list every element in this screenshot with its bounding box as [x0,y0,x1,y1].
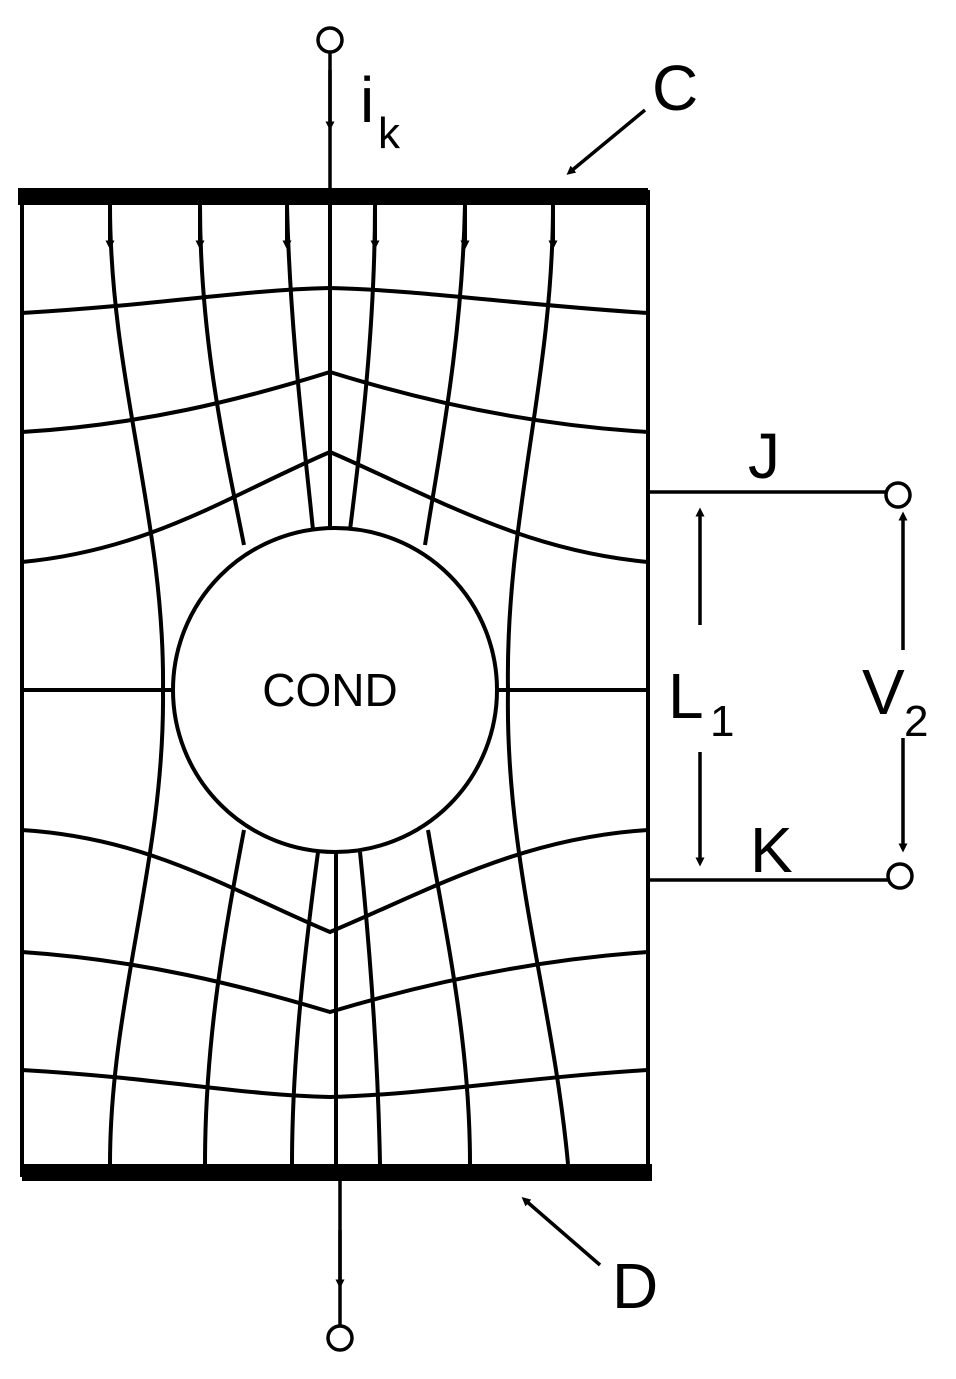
equipotential-line [21,1068,649,1100]
flow-line [358,851,382,1165]
electrode-c-pointer [566,108,647,175]
electrode-d-pointer [521,1197,602,1267]
current-label: i [360,64,374,136]
current-subscript: k [378,109,401,158]
voltage-subscript: 2 [904,697,928,746]
flow-line [348,204,377,531]
length-label: L [668,660,704,732]
conductor-circle [171,526,499,854]
electrode-d-label: D [612,1250,658,1322]
equipotential-line [21,828,649,935]
bottom-electrode [22,1164,652,1181]
flow-line [285,204,315,531]
flow-arrows [105,205,558,250]
output-terminal [326,1324,354,1352]
voltage-label: V [862,656,905,728]
flow-line [290,851,320,1165]
length-subscript: 1 [710,697,734,746]
probe-j-terminal [884,481,912,509]
equipotential-line [21,369,649,434]
input-terminal [316,26,344,54]
flow-line [426,829,472,1165]
electrode-c-label: C [652,52,698,124]
flow-line [423,204,467,546]
probe-k-terminal [886,862,914,890]
probe-k-label: K [750,814,793,886]
flow-line [108,204,166,1165]
current-flow-lines [108,192,570,1165]
top-electrode [18,188,648,205]
flow-line [203,829,246,1165]
flow-line [198,204,246,546]
probe-j-label: J [748,420,780,492]
flow-line [505,204,570,1165]
conductor-label: COND [262,664,397,716]
